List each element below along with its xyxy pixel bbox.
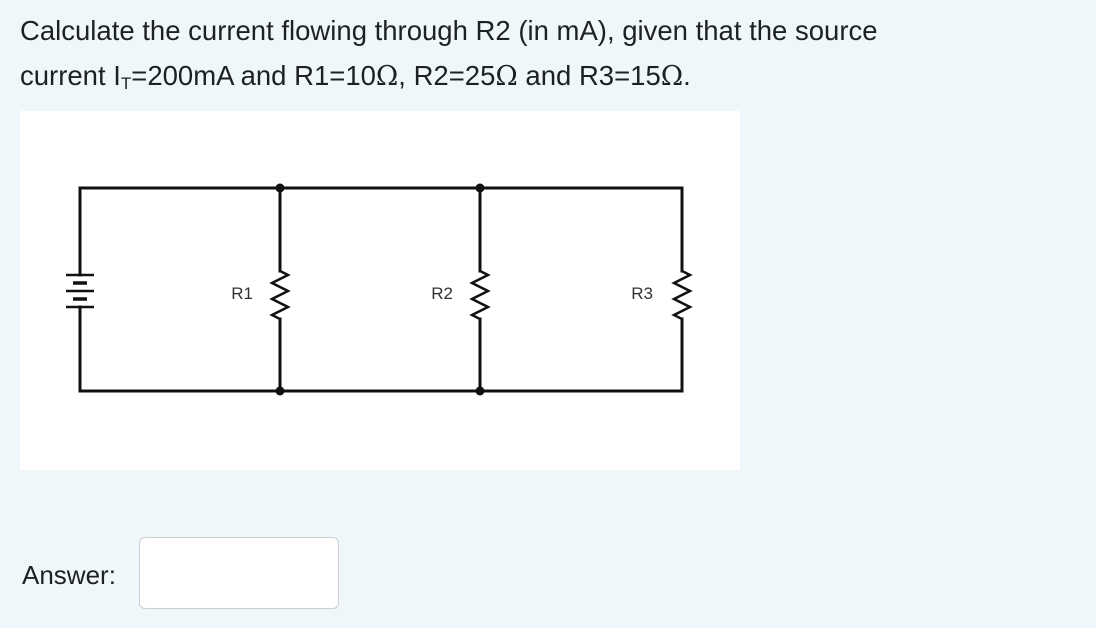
circuit-svg: R1 R2 R3 [66,183,693,396]
r3-resistor [671,269,693,321]
circuit-diagram: R1 R2 R3 [20,111,740,470]
question-line-2-c: and R3=15 [517,60,661,91]
answer-input[interactable] [139,537,339,609]
question-line-2-a: =200mA and R1=10 [131,60,376,91]
question-line-2: current IT=200mA and R1=10Ω, R2=25Ω and … [20,53,1060,99]
current-subscript: T [120,74,132,93]
junction-dot [275,386,285,396]
junction-dot [475,183,485,193]
r1-resistor [269,269,291,321]
ohm-symbol: Ω [495,61,518,92]
r2-resistor [469,269,491,321]
battery-icon [66,273,94,309]
question-line-2-prefix: current I [20,60,121,91]
ohm-symbol: Ω [660,61,684,92]
r2-label: R2 [431,284,453,303]
answer-label: Answer: [22,560,116,590]
question-line-1: Calculate the current flowing through R2… [20,15,878,46]
r1-label: R1 [231,284,253,303]
ohm-symbol: Ω [375,61,399,92]
junction-dot [475,386,485,396]
question-text: Calculate the current flowing through R2… [20,8,1060,99]
r3-label: R3 [631,284,653,303]
junction-dot [275,183,285,193]
question-line-2-b: , R2=25 [398,60,496,91]
question-line-2-d: . [683,60,691,91]
